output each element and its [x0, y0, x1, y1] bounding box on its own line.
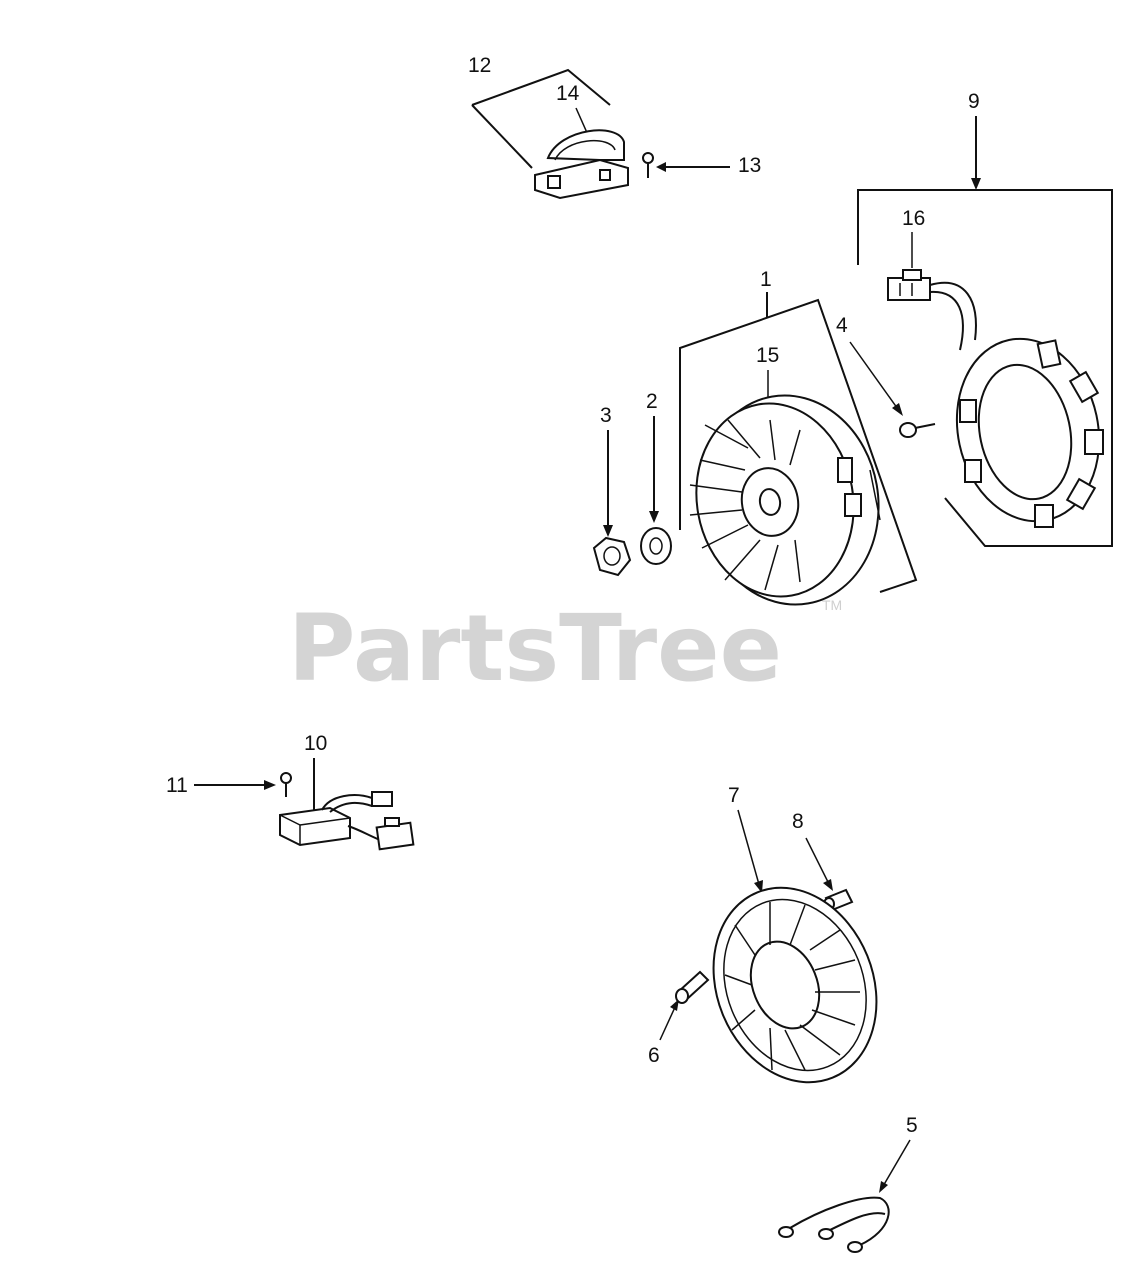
bolt-group: 4 [836, 314, 936, 438]
nut-washer-group: 3 2 [592, 390, 672, 577]
watermark: PartsTree TM [288, 595, 842, 702]
brush-holder-icon [534, 129, 629, 200]
washer-icon [640, 527, 672, 565]
nut-icon [592, 536, 632, 577]
screw-icon [642, 152, 654, 178]
callout-1: 1 [760, 268, 772, 291]
screw-icon [675, 970, 710, 1004]
stator-connector [887, 269, 977, 351]
callout-2: 2 [646, 390, 658, 413]
regulator-module-icon [279, 791, 415, 851]
flywheel-group: 1 15 [679, 268, 918, 606]
watermark-trademark: TM [822, 597, 842, 613]
wire-harness-group: 5 [778, 1114, 918, 1253]
callout-7: 7 [728, 784, 740, 807]
flywheel-icon [689, 394, 881, 606]
callout-9: 9 [968, 90, 980, 113]
callout-14: 14 [556, 82, 580, 105]
callout-5: 5 [906, 1114, 918, 1137]
regulator-group: 10 11 [166, 732, 415, 851]
callout-13: 13 [738, 154, 761, 177]
callout-12: 12 [468, 54, 491, 77]
fan-screen-icon [712, 886, 878, 1084]
stator-group: 9 16 [857, 90, 1113, 547]
wire-harness-icon [778, 1196, 890, 1253]
screw-icon [899, 422, 936, 438]
fan-screen-group: 7 8 6 [648, 784, 878, 1084]
callout-3: 3 [600, 404, 612, 427]
callout-6: 6 [648, 1044, 660, 1067]
callout-4: 4 [836, 314, 848, 337]
screw-icon [280, 772, 292, 797]
brush-holder-group: 12 14 13 [468, 54, 761, 200]
callout-16: 16 [902, 207, 925, 230]
callout-8: 8 [792, 810, 804, 833]
callout-11: 11 [166, 774, 188, 797]
watermark-text: PartsTree [288, 595, 782, 702]
stator-icon [955, 337, 1104, 528]
callout-15: 15 [756, 344, 779, 367]
callout-10: 10 [304, 732, 327, 755]
